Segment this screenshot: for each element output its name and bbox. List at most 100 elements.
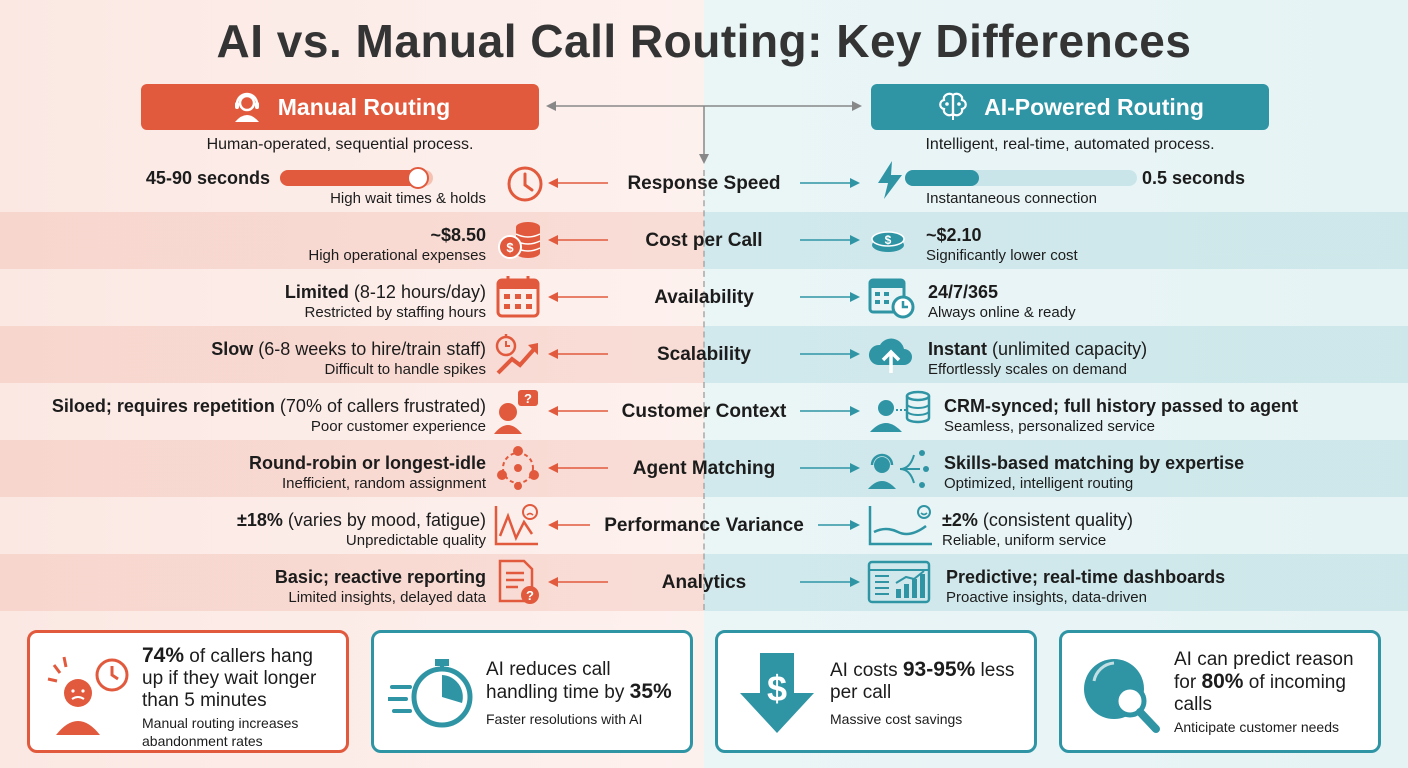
- stat-card-handling-time: AI reduces call handling time by 35% Fas…: [371, 630, 693, 753]
- svg-text:?: ?: [524, 391, 532, 406]
- calendar-icon: [494, 274, 544, 320]
- ai-note: Reliable, uniform service: [942, 532, 1107, 549]
- lightning-icon: [868, 157, 912, 203]
- dollar-down-arrow-icon: $: [732, 651, 822, 735]
- manual-value-detail: (6-8 weeks to hire/train staff): [253, 339, 486, 359]
- stat-note: Faster resolutions with AI: [486, 711, 643, 727]
- stat-card-abandonment: 74% of callers hang up if they wait long…: [27, 630, 349, 753]
- confused-person-icon: ?: [490, 388, 540, 434]
- stat-headline: 74% of callers hang up if they wait long…: [142, 645, 336, 712]
- agent-routing-icon: [866, 445, 938, 491]
- manual-note: Difficult to handle spikes: [324, 361, 486, 378]
- angry-caller-clock-icon: [44, 651, 134, 735]
- comparison-row-availability: Limited (8-12 hours/day) Restricted by s…: [0, 269, 1408, 326]
- ai-value: 0.5 seconds: [1142, 168, 1246, 188]
- manual-value: Siloed; requires repetition (70% of call…: [52, 395, 486, 417]
- manual-speed-bar: [280, 167, 433, 189]
- comparison-row-agent-matching: Round-robin or longest-idle Inefficient,…: [0, 440, 1408, 497]
- ai-value: CRM-synced; full history passed to agent: [944, 396, 1299, 416]
- ai-speed-bar: [905, 170, 1137, 186]
- comparison-row-analytics: Basic; reactive reporting Limited insigh…: [0, 554, 1408, 611]
- comparison-row-scalability: Slow (6-8 weeks to hire/train staff) Dif…: [0, 326, 1408, 383]
- round-robin-icon: [494, 445, 544, 491]
- manual-value-bold: ±18%: [237, 510, 283, 530]
- ai-subtitle: Intelligent, real-time, automated proces…: [925, 136, 1215, 153]
- stat-headline: AI costs 93-95% less per call: [830, 659, 1024, 704]
- steady-chart-icon: [866, 502, 936, 548]
- stopwatch-trend-icon: [492, 331, 542, 377]
- manual-value-bold: Slow: [211, 339, 254, 359]
- ai-value: 24/7/365: [928, 282, 999, 302]
- ai-routing-label: AI-Powered Routing: [984, 93, 1204, 120]
- ai-note: Optimized, intelligent routing: [944, 475, 1134, 492]
- ai-value-bold: Instant: [928, 339, 988, 359]
- manual-value: ±18% (varies by mood, fatigue): [237, 509, 486, 531]
- criterion-label: Scalability: [657, 344, 751, 365]
- ai-note: Proactive insights, data-driven: [946, 589, 1147, 606]
- manual-subtitle: Human-operated, sequential process.: [206, 136, 474, 153]
- ai-note: Always online & ready: [928, 304, 1076, 321]
- stat-headline-lead: AI can predict reason for: [1174, 649, 1354, 693]
- coin-icon: $: [866, 217, 916, 263]
- ai-value-bold: ±2%: [942, 510, 978, 530]
- stat-headline: AI reduces call handling time by 35%: [486, 659, 680, 704]
- stat-headline-rest: of callers hang up if they wait longer t…: [142, 646, 317, 711]
- manual-value-bold: Siloed; requires repetition: [51, 396, 275, 416]
- criterion-label: Response Speed: [627, 173, 781, 194]
- manual-value: Limited (8-12 hours/day): [285, 281, 486, 303]
- criterion-label: Availability: [654, 287, 754, 308]
- comparison-row-performance-variance: ±18% (varies by mood, fatigue) Unpredict…: [0, 497, 1408, 554]
- manual-note: Unpredictable quality: [345, 532, 486, 549]
- manual-routing-header: Manual Routing: [141, 84, 539, 130]
- criterion-label: Agent Matching: [632, 458, 776, 479]
- manual-speed-bar-fill: [280, 170, 418, 186]
- ai-note: Significantly lower cost: [926, 247, 1078, 264]
- criterion-label: Performance Variance: [604, 515, 804, 536]
- ai-value: Instant (unlimited capacity): [928, 338, 1147, 360]
- manual-value-bold: Limited: [284, 282, 349, 302]
- comparison-row-response-speed: 45-90 seconds High wait times & holds Re…: [0, 155, 1408, 212]
- criterion-label: Analytics: [661, 572, 747, 593]
- ai-value: ~$2.10: [926, 225, 982, 245]
- ai-value-detail: (consistent quality): [977, 510, 1133, 530]
- stat-note: Manual routing increases abandonment rat…: [142, 715, 299, 749]
- fast-stopwatch-icon: [386, 651, 478, 735]
- svg-text:$: $: [767, 668, 787, 709]
- stat-note: Anticipate customer needs: [1174, 719, 1339, 735]
- manual-value: 45-90 seconds: [145, 168, 270, 188]
- manual-note: Restricted by staffing hours: [304, 304, 486, 321]
- cloud-upload-icon: [866, 331, 916, 377]
- stat-headline-rest: less per call: [830, 660, 1015, 703]
- stat-highlight: 74%: [142, 644, 185, 667]
- stat-headline: AI can predict reason for 80% of incomin…: [1174, 649, 1368, 716]
- stat-card-cost-savings: $ AI costs 93-95% less per call Massive …: [715, 630, 1037, 753]
- criterion-label: Cost per Call: [645, 230, 763, 251]
- svg-text:$: $: [885, 233, 892, 247]
- manual-note: High operational expenses: [308, 247, 486, 264]
- criterion-label: Customer Context: [621, 401, 787, 422]
- manual-value: Round-robin or longest-idle: [249, 453, 486, 473]
- document-question-icon: ?: [494, 559, 544, 605]
- brain-circuit-icon: [939, 92, 967, 120]
- manual-value-detail: (8-12 hours/day): [348, 282, 486, 302]
- manual-value: Basic; reactive reporting: [274, 567, 486, 587]
- stat-highlight: 93-95%: [902, 658, 976, 681]
- comparison-row-customer-context: Siloed; requires repetition (70% of call…: [0, 383, 1408, 440]
- ai-note: Seamless, personalized service: [944, 418, 1155, 435]
- manual-speed-bar-knob: [406, 167, 429, 189]
- ai-speed-bar-fill: [905, 170, 980, 186]
- ai-value: Predictive; real-time dashboards: [946, 567, 1226, 587]
- stat-highlight: 80%: [1201, 670, 1244, 693]
- manual-routing-label: Manual Routing: [277, 93, 451, 120]
- manual-note: Poor customer experience: [310, 418, 486, 435]
- person-database-icon: [866, 388, 938, 434]
- ai-value: Skills-based matching by expertise: [944, 453, 1245, 473]
- stat-card-prediction: AI can predict reason for 80% of incomin…: [1059, 630, 1381, 753]
- ai-routing-header: AI-Powered Routing: [871, 84, 1269, 130]
- ai-note: Effortlessly scales on demand: [928, 361, 1127, 378]
- calendar-clock-icon: [866, 274, 916, 320]
- coin-stack-icon: $: [496, 217, 546, 263]
- stat-note: Massive cost savings: [830, 711, 963, 727]
- manual-note: High wait times & holds: [330, 190, 486, 207]
- manual-value: ~$8.50: [430, 225, 486, 245]
